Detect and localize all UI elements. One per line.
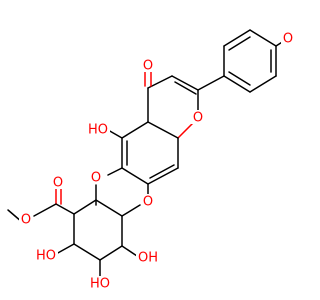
bond-c7-c8-double [149,164,175,179]
bond-sugar-ester [55,203,75,215]
sugar-hydroxy-right-label: OH [138,251,158,266]
bond-c5-c6 [99,245,123,261]
ring-oxygen-label: O [193,111,203,126]
bond-c5p-c6p [249,75,277,93]
bond-c3-c2 [171,75,199,91]
bond-oglyc-c1 [121,204,141,217]
bond-c6p-c1p [223,75,251,93]
sugar-hydroxy-bottom-label: HO [90,277,110,292]
glycoside-oxygen-label: O [143,195,153,210]
molecule-canvas: O O HO O O O O HO HO OH O [7,29,295,292]
atom-label-layer: O O HO O O O O HO HO OH O [19,31,295,292]
bond-c1-c2 [95,199,123,217]
bond-ester-o [33,203,57,217]
ester-oxygen-label: O [21,213,31,228]
bond-c3-c2-double [174,81,197,95]
anisyl-oxygen-label: O [283,32,293,47]
bond-c6-c7 [121,167,149,185]
bond-c4-c3 [147,75,173,89]
bond-c3p-c4p [249,29,277,47]
bond-layer [7,29,288,277]
bond-c4a-c5 [121,121,149,139]
bond-c2-c3 [73,199,97,215]
chemical-structure-diagram: O O HO O O O O HO HO OH O [7,29,295,292]
bond-c5-oh [107,129,123,139]
bond-c4-c5 [73,243,101,261]
ester-carbonyl-oxygen-label: O [53,176,63,191]
hydroxy-label: HO [88,123,108,138]
bond-c2-c1p [197,75,225,91]
bond-sugar-oh-left [55,243,75,255]
methoxy-oxygen-label: O [91,171,101,186]
bond-c8a-c4a [147,121,179,139]
bond-c2p-c3p [223,29,251,47]
bond-c7-c8 [147,167,179,185]
bond-arom-3 [228,71,251,86]
carbonyl-oxygen-label: O [143,59,153,74]
sugar-hydroxy-left-label: HO [36,249,56,264]
bond-c6-ome [107,167,123,176]
bond-arom-1 [228,36,251,51]
